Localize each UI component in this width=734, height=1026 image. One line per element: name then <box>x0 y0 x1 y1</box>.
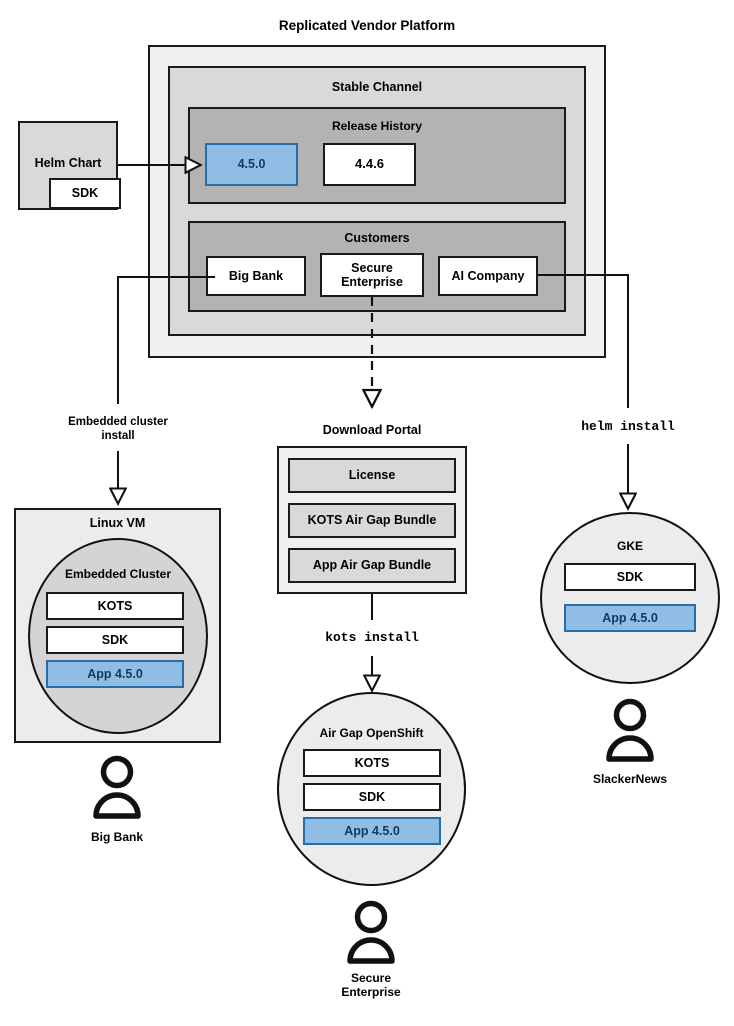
openshift-component-app[interactable]: App 4.5.0 <box>303 817 441 845</box>
avatar-big-bank <box>93 755 141 819</box>
edge-label-embedded-install-line1: Embedded cluster <box>68 416 168 428</box>
customers-label: Customers <box>344 231 410 245</box>
gke-oval <box>540 512 720 684</box>
gke-label: GKE <box>616 539 643 553</box>
edge-label-embedded-install-line2: install <box>101 429 135 442</box>
release-history-label: Release History <box>331 119 423 133</box>
actor-label-secure-enterprise-line1: Secure <box>350 971 392 985</box>
embedded-cluster-label: Embedded Cluster <box>64 567 172 581</box>
edge-label-kots-install: kots install <box>325 630 419 645</box>
release-4-4-6[interactable]: 4.4.6 <box>323 143 416 186</box>
actor-label-secure-enterprise-line2: Enterprise <box>341 985 401 1000</box>
avatar-secure-enterprise <box>347 900 395 964</box>
stable-channel-label: Stable Channel <box>331 80 423 94</box>
actor-label-secure-enterprise: Secure Enterprise <box>291 971 451 1000</box>
helm-chart-sdk-box[interactable]: SDK <box>49 178 121 209</box>
customer-big-bank[interactable]: Big Bank <box>206 256 306 296</box>
page-title: Replicated Vendor Platform <box>278 18 456 33</box>
customer-ai-company[interactable]: AI Company <box>438 256 538 296</box>
air-gap-openshift-label: Air Gap OpenShift <box>319 726 424 740</box>
download-portal-item-kots-airgap[interactable]: KOTS Air Gap Bundle <box>288 503 456 538</box>
linux-vm-component-sdk[interactable]: SDK <box>46 626 184 654</box>
gke-component-sdk[interactable]: SDK <box>564 563 696 591</box>
release-4-5-0[interactable]: 4.5.0 <box>205 143 298 186</box>
avatar-slackernews <box>606 698 654 762</box>
gke-component-app[interactable]: App 4.5.0 <box>564 604 696 632</box>
openshift-component-kots[interactable]: KOTS <box>303 749 441 777</box>
customer-secure-enterprise[interactable]: Secure Enterprise <box>320 253 424 297</box>
actor-label-big-bank: Big Bank <box>90 830 143 844</box>
linux-vm-label: Linux VM <box>89 516 146 530</box>
download-portal-item-license[interactable]: License <box>288 458 456 493</box>
edge-label-embedded-install: Embedded cluster install <box>38 416 198 443</box>
helm-chart-label: Helm Chart <box>34 156 102 170</box>
actor-label-slackernews: SlackerNews <box>592 772 668 786</box>
edge-label-helm-install: helm install <box>581 419 675 434</box>
openshift-component-sdk[interactable]: SDK <box>303 783 441 811</box>
linux-vm-component-kots[interactable]: KOTS <box>46 592 184 620</box>
download-portal-item-app-airgap[interactable]: App Air Gap Bundle <box>288 548 456 583</box>
download-portal-title: Download Portal <box>322 423 422 437</box>
linux-vm-component-app[interactable]: App 4.5.0 <box>46 660 184 688</box>
